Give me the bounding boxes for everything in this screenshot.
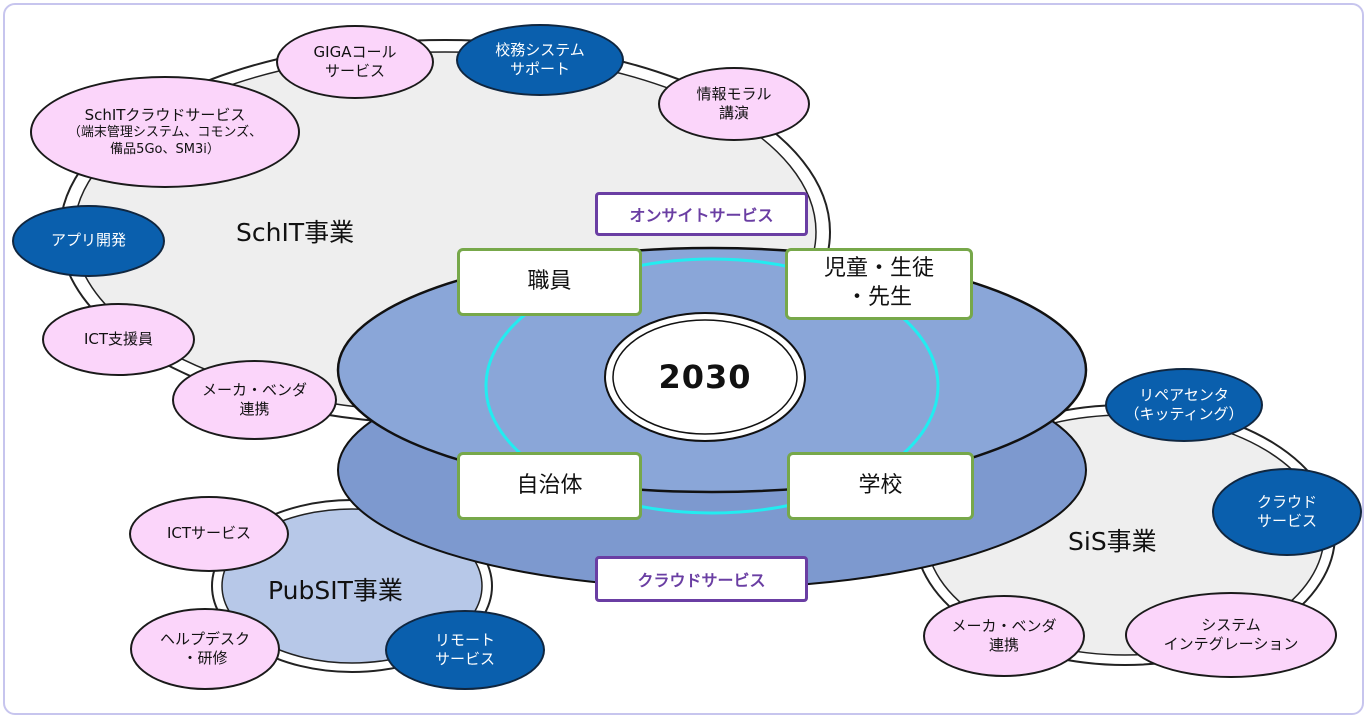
- ict-service-label: ICTサービス: [166, 524, 252, 543]
- schit-cloud-line2: （端末管理システム、コモンズ、: [67, 124, 263, 140]
- school-system-line1: 校務システム: [495, 40, 585, 59]
- giga-call-service-bubble: GIGAコール サービス: [276, 25, 434, 99]
- cycle-ring: [484, 257, 940, 515]
- ict-support-staff-bubble: ICT支援員: [42, 303, 195, 376]
- year-oval-inner: [612, 319, 798, 435]
- onsite-service-box: オンサイトサービス: [595, 192, 808, 236]
- sis-vendor-line1: メーカ・ベンダ: [951, 616, 1057, 635]
- pubsit-business-label: PubSIT事業: [268, 576, 403, 605]
- sis-cloud-line2: サービス: [1256, 512, 1317, 530]
- sis-vendor-line2: 連携: [988, 636, 1019, 654]
- repair-center-line1: リペアセンタ: [1139, 385, 1229, 404]
- stakeholder-school: 学校: [787, 452, 974, 520]
- remote-service-bubble: リモート サービス: [385, 610, 545, 690]
- sis-business-label: SiS事業: [1068, 527, 1157, 556]
- info-moral-line1: 情報モラル: [696, 84, 772, 103]
- remote-service-line1: リモート: [434, 630, 495, 649]
- schit-business-label: SchIT事業: [236, 218, 355, 247]
- info-moral-line2: 講演: [718, 104, 749, 122]
- schit-cloud-service-bubble: SchITクラウドサービス （端末管理システム、コモンズ、 備品5Go、SM3i…: [30, 76, 300, 188]
- sis-vendor-collab-bubble: メーカ・ベンダ 連携: [923, 595, 1085, 677]
- stakeholder-students-line2: ・先生: [845, 285, 912, 310]
- helpdesk-line2: ・研修: [182, 649, 228, 667]
- remote-service-line2: サービス: [434, 650, 495, 668]
- schit-cloud-line3: 備品5Go、SM3i）: [110, 141, 220, 157]
- sis-cloud-service-bubble: クラウド サービス: [1212, 468, 1362, 556]
- giga-call-line1: GIGAコール: [313, 42, 397, 61]
- cloud-service-box: クラウドサービス: [595, 556, 808, 602]
- app-development-bubble: アプリ開発: [12, 205, 165, 277]
- school-system-line2: サポート: [509, 60, 570, 78]
- stakeholder-staff-label: 職員: [527, 268, 572, 294]
- school-system-support-bubble: 校務システム サポート: [456, 24, 624, 96]
- stakeholder-school-label: 学校: [858, 472, 903, 498]
- app-development-label: アプリ開発: [50, 231, 126, 250]
- year-label: 2030: [658, 358, 752, 396]
- repair-center-bubble: リペアセンタ （キッティング）: [1105, 368, 1263, 442]
- stakeholder-students: 児童・生徒 ・先生: [785, 248, 973, 320]
- system-integration-line2: インテグレーション: [1163, 635, 1299, 653]
- ict-service-bubble: ICTサービス: [129, 496, 289, 572]
- helpdesk-line1: ヘルプデスク: [159, 629, 250, 648]
- sis-cloud-line1: クラウド: [1256, 492, 1317, 511]
- system-integration-bubble: システム インテグレーション: [1125, 592, 1337, 678]
- year-oval-outer: [604, 312, 806, 442]
- info-moral-lecture-bubble: 情報モラル 講演: [658, 67, 810, 141]
- repair-center-line2: （キッティング）: [1124, 405, 1244, 423]
- ict-support-label: ICT支援員: [83, 329, 154, 348]
- schit-vendor-collab-bubble: メーカ・ベンダ 連携: [172, 360, 337, 440]
- stakeholder-municipality: 自治体: [457, 452, 642, 520]
- giga-call-line2: サービス: [324, 62, 385, 80]
- stakeholder-staff: 職員: [457, 248, 642, 316]
- system-integration-line1: システム: [1201, 615, 1261, 634]
- schit-vendor-line1: メーカ・ベンダ: [201, 380, 307, 399]
- stakeholder-students-line1: 児童・生徒: [823, 256, 934, 282]
- schit-vendor-line2: 連携: [239, 400, 270, 418]
- schit-cloud-line1: SchITクラウドサービス: [84, 105, 246, 124]
- stakeholder-municipality-label: 自治体: [516, 472, 583, 498]
- helpdesk-training-bubble: ヘルプデスク ・研修: [130, 608, 280, 690]
